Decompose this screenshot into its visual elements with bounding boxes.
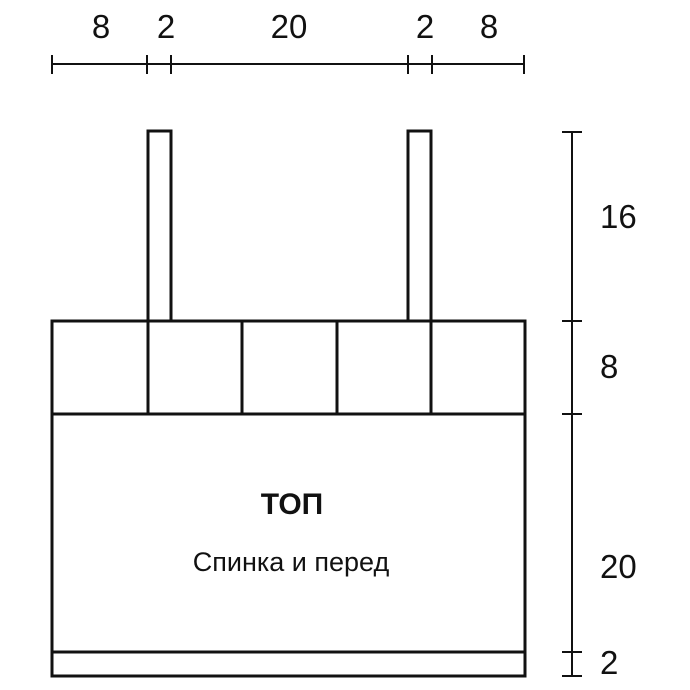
side-dimension-label: 2 <box>600 644 618 681</box>
pattern-subtitle: Спинка и перед <box>193 547 390 577</box>
top-dimension-label: 8 <box>92 8 110 45</box>
yoke-band <box>50 319 527 416</box>
side-dimension-label: 20 <box>600 548 637 585</box>
side-dimension-label: 16 <box>600 198 637 235</box>
body-panel <box>50 412 527 678</box>
top-dimension-label: 20 <box>271 8 308 45</box>
left-strap <box>146 129 173 323</box>
top-dimension-label: 8 <box>480 8 498 45</box>
top-dimension-label: 2 <box>157 8 175 45</box>
side-dimension-label: 8 <box>600 348 618 385</box>
pattern-title: ТОП <box>261 488 323 521</box>
right-strap <box>406 129 433 323</box>
top-dimension-label: 2 <box>416 8 434 45</box>
